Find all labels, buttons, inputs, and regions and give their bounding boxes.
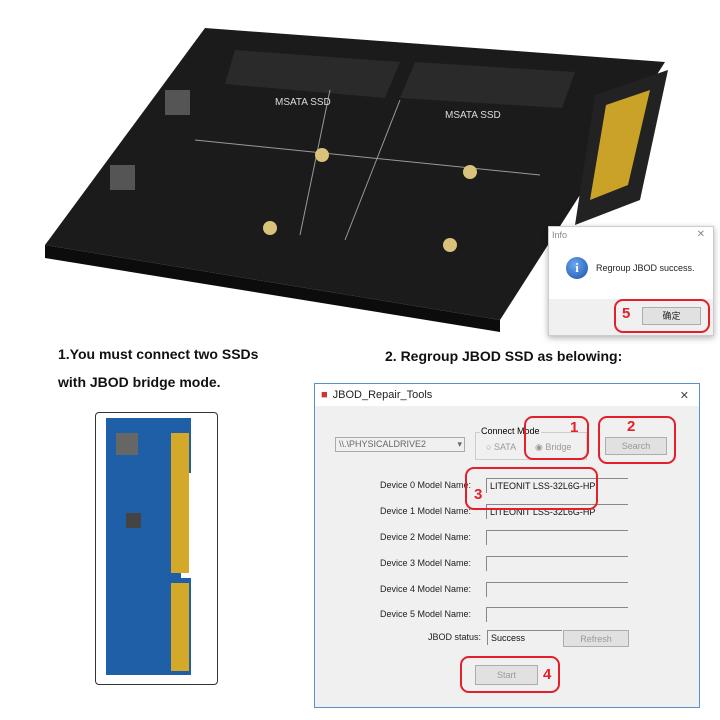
annotation-number-4: 4 bbox=[543, 666, 552, 683]
annotation-box-1 bbox=[524, 416, 589, 460]
step1-caption-line2: with JBOD bridge mode. bbox=[58, 374, 221, 390]
annotation-box-5 bbox=[614, 299, 710, 333]
window-close-button[interactable]: ✕ bbox=[679, 389, 689, 402]
adapter-board-edge bbox=[45, 245, 500, 332]
info-message: Regroup JBOD success. bbox=[596, 263, 695, 273]
slot-label-right: MSATA SSD bbox=[445, 110, 501, 121]
search-button[interactable]: Search bbox=[605, 437, 667, 455]
radio-sata[interactable]: ○ SATA bbox=[486, 442, 517, 452]
annotation-box-4 bbox=[460, 656, 560, 693]
ssd-adapter-photo: MSATA SSD MSATA SSD bbox=[45, 28, 668, 332]
info-icon: i bbox=[566, 257, 588, 279]
drive-select-value: \\.\PHYSICALDRIVE2 bbox=[339, 439, 427, 449]
step1-caption-line1: 1.You must connect two SSDs bbox=[58, 346, 259, 362]
device-4-model-field bbox=[486, 582, 628, 597]
annotation-box-2 bbox=[598, 416, 676, 464]
connect-mode-label: Connect Mode bbox=[480, 426, 541, 436]
device-5-model-field bbox=[486, 607, 628, 622]
step2-caption: 2. Regroup JBOD SSD as belowing: bbox=[385, 348, 623, 364]
device-2-label: Device 2 Model Name: bbox=[379, 532, 471, 542]
device-1-label: Device 1 Model Name: bbox=[379, 506, 471, 516]
jbod-status-label: JBOD status: bbox=[427, 632, 481, 642]
device-0-model-field: LITEONIT LSS-32L6G-HP bbox=[486, 478, 628, 493]
slot-label-left: MSATA SSD bbox=[275, 97, 331, 108]
device-4-label: Device 4 Model Name: bbox=[379, 584, 471, 594]
device-3-model-field bbox=[486, 556, 628, 571]
sata-pins bbox=[590, 90, 650, 200]
device-5-label: Device 5 Model Name: bbox=[379, 609, 471, 619]
gold-pins-top bbox=[171, 433, 189, 573]
gold-pins-bottom bbox=[171, 583, 189, 671]
info-close-button[interactable]: ✕ bbox=[696, 229, 705, 240]
ok-button[interactable]: 确定 bbox=[642, 307, 701, 325]
annotation-box-3 bbox=[465, 467, 598, 510]
radio-bridge[interactable]: ◉ Bridge bbox=[535, 442, 572, 452]
annotation-number-3: 3 bbox=[474, 486, 483, 503]
info-dialog: Info ✕ i Regroup JBOD success. 确定 bbox=[548, 226, 714, 336]
annotation-number-1: 1 bbox=[570, 419, 579, 436]
msata-slot-left bbox=[225, 50, 400, 98]
device-0-label: Device 0 Model Name: bbox=[379, 480, 471, 490]
msata-slot-right bbox=[400, 62, 575, 108]
annotation-number-2: 2 bbox=[627, 418, 636, 435]
window-title: JBOD_Repair_Tools bbox=[332, 389, 433, 401]
chevron-down-icon: ▾ bbox=[457, 439, 462, 449]
drive-select[interactable]: \\.\PHYSICALDRIVE2 ▾ bbox=[335, 437, 465, 452]
jbod-status-field: Success bbox=[487, 630, 562, 645]
annotation-number-5: 5 bbox=[622, 305, 631, 322]
app-icon: ■ bbox=[321, 389, 328, 401]
refresh-button[interactable]: Refresh bbox=[563, 630, 629, 647]
bridge-pcb bbox=[106, 418, 191, 675]
info-dialog-title: Info bbox=[552, 230, 568, 240]
start-button[interactable]: Start bbox=[475, 665, 538, 685]
window-titlebar: ■ JBOD_Repair_Tools ✕ bbox=[315, 384, 699, 406]
device-2-model-field bbox=[486, 530, 628, 545]
device-3-label: Device 3 Model Name: bbox=[379, 558, 471, 568]
bridge-card-photo bbox=[95, 412, 218, 685]
